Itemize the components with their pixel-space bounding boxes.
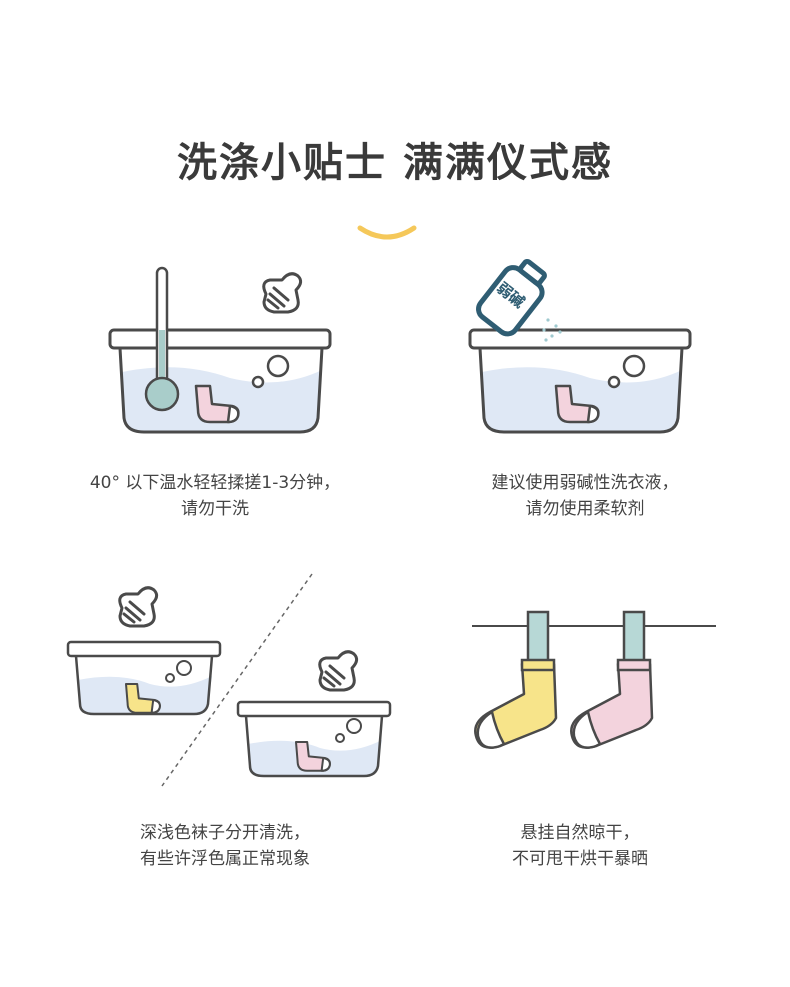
tip4-caption: 悬挂自然晾干， 不可甩干烘干暴晒: [410, 820, 750, 872]
tip2-line1: 建议使用弱碱性洗衣液，: [491, 473, 679, 493]
basin-rim: [108, 328, 332, 350]
hand-icon: [318, 650, 359, 692]
hand-icon: [262, 272, 303, 314]
tip4-line1: 悬挂自然晾干，: [520, 823, 640, 843]
tip3-illustration: [66, 573, 392, 787]
clip: [622, 610, 646, 666]
tip2-caption: 建议使用弱碱性洗衣液， 请勿使用柔软剂: [410, 470, 760, 522]
clip: [526, 610, 550, 666]
divider-line: [161, 573, 313, 787]
powder-dots: [542, 318, 562, 342]
tip1-line1: 40° 以下温水轻轻揉搓1-3分钟，: [89, 473, 341, 493]
basin-body: [118, 347, 324, 434]
tip3-line1: 深浅色袜子分开清洗，: [140, 823, 310, 843]
tip1-line2: 请勿干洗: [181, 499, 249, 519]
tip4-line2: 不可甩干烘干暴晒: [512, 849, 648, 869]
tip4-illustration: [472, 610, 716, 749]
tip1-illustration: [108, 266, 332, 434]
page-title: 洗涤小贴士 满满仪式感: [177, 140, 613, 186]
tip3-caption: 深浅色袜子分开清洗， 有些许浮色属正常现象: [50, 820, 400, 872]
tip3-line2: 有些许浮色属正常现象: [140, 849, 310, 869]
detergent-bottle-icon: [476, 258, 547, 337]
tip2-illustration: 弱碱: [468, 258, 692, 434]
tip1-caption: 40° 以下温水轻轻揉搓1-3分钟， 请勿干洗: [40, 470, 390, 522]
bubble-icon: [622, 354, 646, 378]
accent-smile: [357, 225, 417, 240]
tip2-line2: 请勿使用柔软剂: [525, 499, 645, 519]
hand-icon: [118, 586, 159, 628]
bubble-icon: [266, 354, 290, 378]
